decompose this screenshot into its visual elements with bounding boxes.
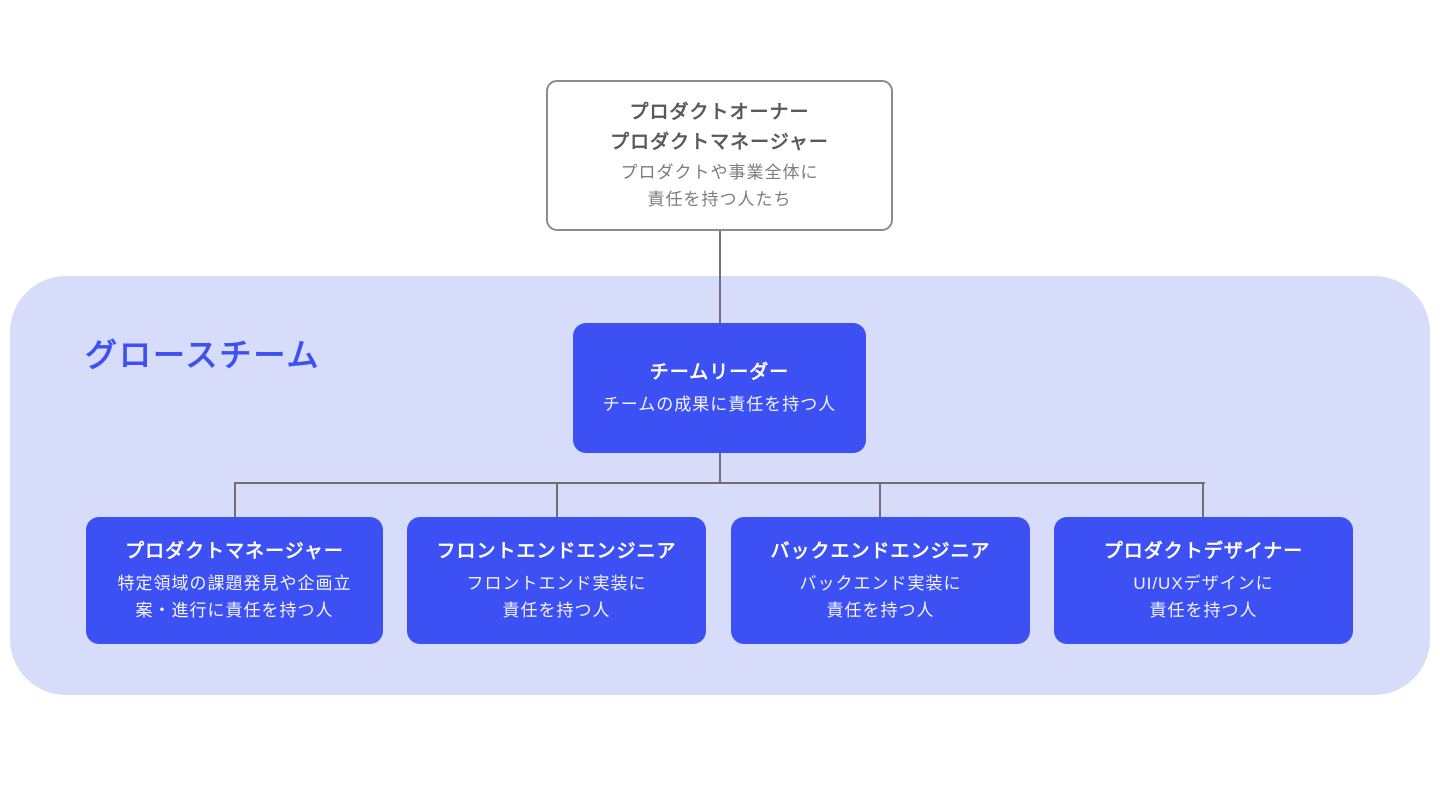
node-product-owner-title: プロダクトオーナー プロダクトマネージャー (610, 101, 829, 154)
node-product-owner-desc: プロダクトや事業全体に 責任を持つ人たち (620, 163, 819, 210)
node-frontend-engineer-desc: フロントエンド実装に 責任を持つ人 (466, 573, 647, 620)
node-product-designer-desc: UI/UXデザインに 責任を持つ人 (1133, 573, 1274, 620)
node-team-leader: チームリーダー チームの成果に責任を持つ人 (573, 323, 866, 453)
node-team-leader-title: チームリーダー (649, 362, 790, 384)
node-backend-engineer: バックエンドエンジニア バックエンド実装に 責任を持つ人 (731, 517, 1030, 644)
connector-root-to-leader (719, 231, 721, 323)
node-backend-engineer-title: バックエンドエンジニア (770, 540, 991, 562)
node-product-manager-title: プロダクトマネージャー (125, 540, 344, 562)
connector-stub-member-3 (879, 482, 881, 517)
growth-team-label: グロースチーム (85, 337, 321, 373)
node-product-designer-title: プロダクトデザイナー (1103, 540, 1304, 562)
connector-stub-member-1 (234, 482, 236, 517)
node-product-owner: プロダクトオーナー プロダクトマネージャー プロダクトや事業全体に 責任を持つ人… (546, 80, 893, 231)
node-team-leader-desc: チームの成果に責任を持つ人 (602, 394, 837, 414)
node-product-manager: プロダクトマネージャー 特定領域の課題発見や企画立 案・進行に責任を持つ人 (86, 517, 383, 644)
node-product-manager-desc: 特定領域の課題発見や企画立 案・進行に責任を持つ人 (117, 573, 352, 620)
node-frontend-engineer-title: フロントエンドエンジニア (436, 540, 677, 562)
node-product-designer: プロダクトデザイナー UI/UXデザインに 責任を持つ人 (1054, 517, 1353, 644)
node-backend-engineer-desc: バックエンド実装に 責任を持つ人 (799, 573, 962, 620)
connector-stub-member-2 (556, 482, 558, 517)
connector-leader-down (719, 452, 721, 483)
node-frontend-engineer: フロントエンドエンジニア フロントエンド実装に 責任を持つ人 (407, 517, 706, 644)
connector-stub-member-4 (1202, 482, 1204, 517)
connector-horizontal-bar (234, 482, 1205, 484)
